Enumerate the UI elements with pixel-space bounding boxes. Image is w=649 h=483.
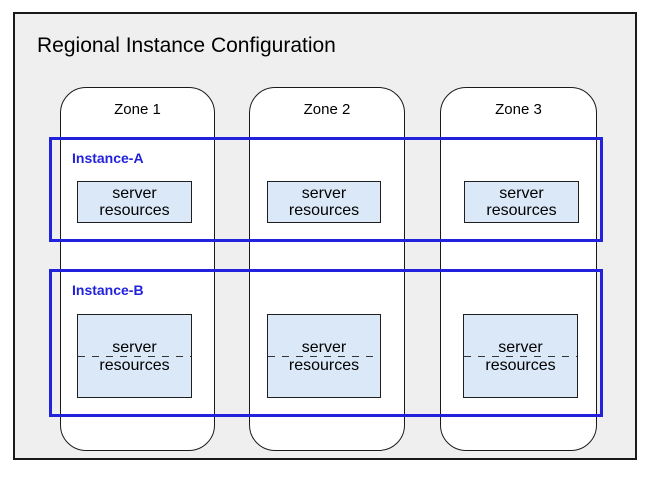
server-resources-line: server <box>112 185 157 202</box>
dashed-partition-line <box>268 355 380 357</box>
instance-b-label: Instance-B <box>72 282 144 298</box>
server-resources-line: server <box>498 338 543 356</box>
instance-b-server-resources-zone-1: server resources <box>77 314 192 398</box>
server-resources-line: server <box>499 185 544 202</box>
instance-a-server-resources-zone-1: server resources <box>77 181 192 223</box>
zone-3-label: Zone 3 <box>495 101 542 118</box>
zone-2-label: Zone 2 <box>303 101 351 118</box>
dashed-partition-line <box>78 355 191 357</box>
instance-a-boundary: Instance-A <box>49 137 603 242</box>
server-resources-line: resources <box>288 202 360 219</box>
instance-b-server-resources-zone-2: server resources <box>267 314 381 398</box>
server-resources-line: server <box>301 185 347 202</box>
zone-1-label: Zone 1 <box>114 101 161 118</box>
server-resources-line: resources <box>99 356 170 374</box>
server-resources-line: resources <box>288 356 360 374</box>
server-resources-line: resources <box>486 202 557 219</box>
region-title: Regional Instance Configuration <box>37 34 336 57</box>
instance-a-server-resources-zone-3: server resources <box>464 181 579 223</box>
server-resources-line: resources <box>99 202 170 219</box>
region-container: Regional Instance Configuration Zone 1 Z… <box>13 12 637 460</box>
server-resources-line: server <box>112 338 157 356</box>
dashed-partition-line <box>464 355 577 357</box>
instance-a-label: Instance-A <box>72 150 144 166</box>
server-resources-line: resources <box>485 356 556 374</box>
instance-a-server-resources-zone-2: server resources <box>267 181 381 223</box>
instance-b-boundary: Instance-B <box>49 269 603 417</box>
server-resources-line: server <box>301 338 347 356</box>
instance-b-server-resources-zone-3: server resources <box>463 314 578 398</box>
